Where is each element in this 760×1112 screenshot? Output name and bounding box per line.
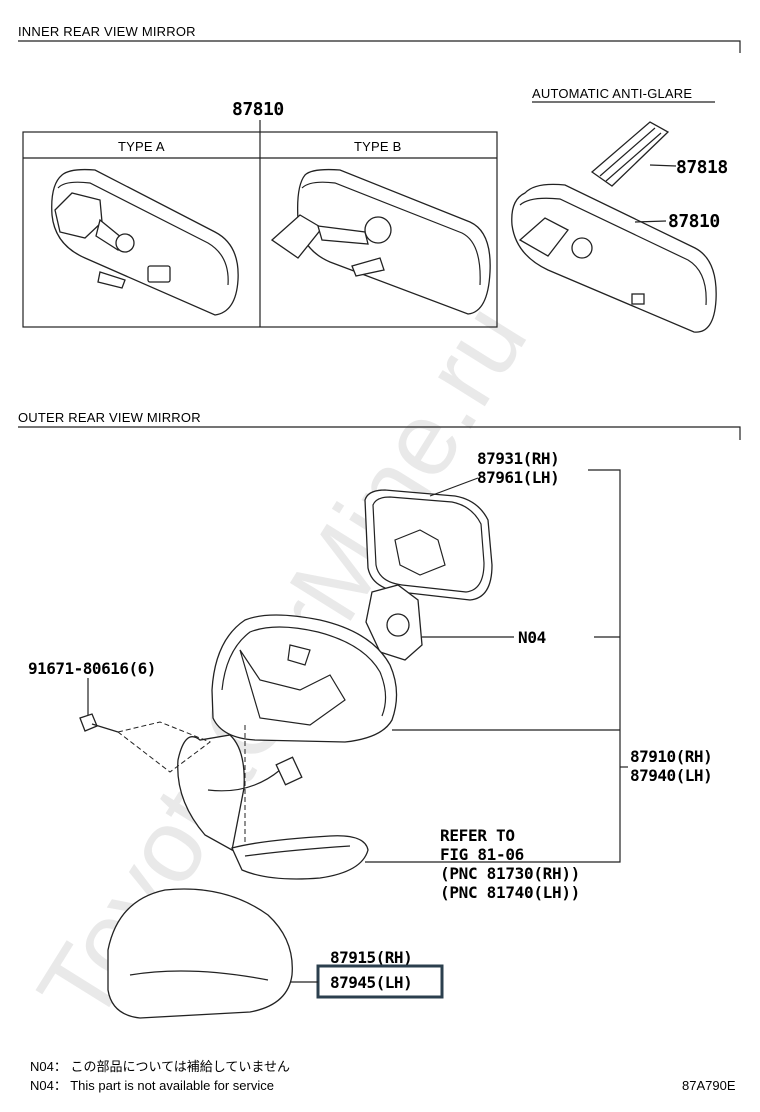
- inner-section-title: INNER REAR VIEW MIRROR: [18, 24, 196, 39]
- outer-section-rule: [18, 426, 741, 440]
- type-b-mirror-drawing: [270, 168, 491, 315]
- glass-leader: [429, 477, 479, 497]
- inner-part-87810[interactable]: 87810: [232, 99, 284, 120]
- inner-section-rule: [18, 40, 741, 53]
- auto-mirror-drawing: [511, 183, 717, 333]
- turn-signal-lamp-drawing: [231, 835, 369, 880]
- screw-part[interactable]: 91671-80616(6): [28, 659, 156, 678]
- assembly-bracket: [588, 469, 621, 863]
- footer-note-en: N04： This part is not available for serv…: [30, 1078, 274, 1093]
- refer-line-3[interactable]: (PNC 81730(RH)): [440, 864, 580, 883]
- cover-part-lh[interactable]: 87945(LH): [330, 973, 413, 992]
- n04-label: N04: [518, 628, 546, 647]
- auto-bracket-drawing: [590, 121, 670, 187]
- glass-part-lh[interactable]: 87961(LH): [477, 468, 560, 487]
- auto-part-87810-leader: [634, 220, 667, 223]
- mirror-housing-drawing: [177, 614, 398, 852]
- cover-part-rh[interactable]: 87915(RH): [330, 948, 413, 967]
- assy-part-rh[interactable]: 87910(RH): [630, 747, 713, 766]
- mirror-cover-drawing: [107, 888, 293, 1019]
- refer-line-1: REFER TO: [440, 826, 515, 845]
- type-a-mirror-drawing: [51, 168, 239, 316]
- auto-part-87810[interactable]: 87810: [668, 211, 720, 232]
- outer-section-title: OUTER REAR VIEW MIRROR: [18, 410, 201, 425]
- auto-part-87818-leader: [649, 164, 677, 167]
- mirror-glass-drawing: [364, 489, 493, 601]
- figure-code: 87A790E: [682, 1078, 736, 1093]
- mirror-actuator-drawing: [365, 584, 423, 661]
- screw-location-dashes: [116, 721, 212, 773]
- glass-part-rh[interactable]: 87931(RH): [477, 449, 560, 468]
- footer-note-jp: N04： この部品については補給していません: [30, 1059, 290, 1074]
- refer-line-2[interactable]: FIG 81-06: [440, 845, 524, 864]
- type-a-label: TYPE A: [118, 139, 165, 154]
- auto-anti-glare-label: AUTOMATIC ANTI-GLARE: [532, 86, 692, 101]
- auto-part-87818[interactable]: 87818: [676, 157, 728, 178]
- type-b-label: TYPE B: [354, 139, 401, 154]
- refer-line-4[interactable]: (PNC 81740(LH)): [440, 883, 580, 902]
- assy-part-lh[interactable]: 87940(LH): [630, 766, 713, 785]
- screw-drawing: [79, 713, 119, 733]
